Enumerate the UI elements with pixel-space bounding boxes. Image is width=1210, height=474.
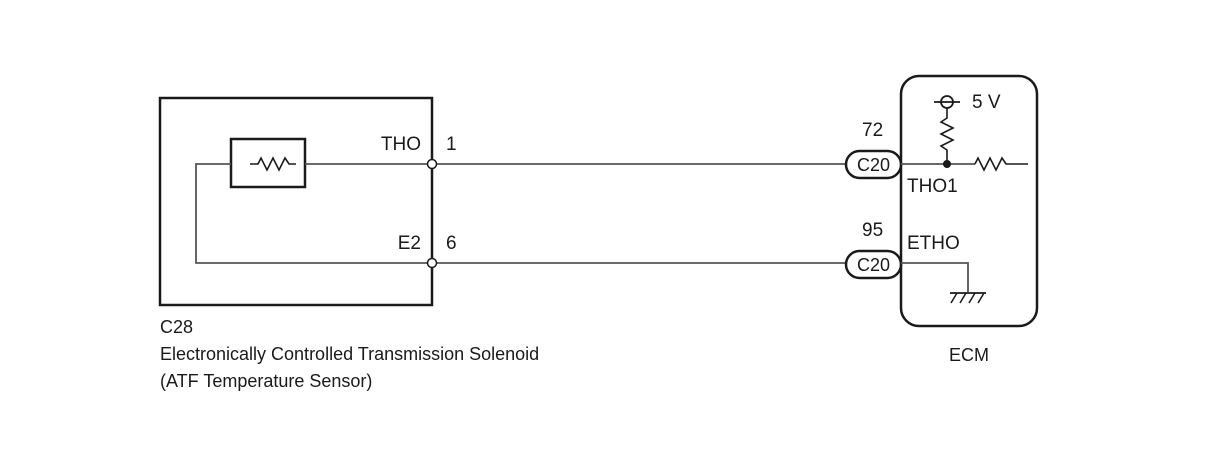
- pin-number-6: 6: [446, 233, 457, 254]
- connector-label-c20-top: C20: [857, 155, 890, 175]
- pin-signal-tho: THO: [381, 134, 421, 155]
- sensor-internal-wire: [195, 163, 432, 264]
- ecm-resistor-horizontal: [974, 156, 1028, 172]
- ecm-signal-tho1: THO1: [907, 176, 958, 197]
- sensor-code: C28: [160, 317, 193, 337]
- thermistor-box: [229, 137, 307, 189]
- ecm-box: [899, 74, 1039, 328]
- ecm-wire-etho: [901, 262, 969, 292]
- terminal-e2: [426, 257, 438, 269]
- sensor-box: [158, 96, 434, 307]
- connector-c20-bottom: [844, 249, 903, 280]
- ecm-signal-etho: ETHO: [907, 233, 960, 254]
- ecm-name: ECM: [949, 345, 989, 365]
- supply-voltage-label: 5 V: [972, 92, 1001, 113]
- terminal-tho: [426, 158, 438, 170]
- sensor-subname: (ATF Temperature Sensor): [160, 371, 372, 391]
- connector-pin-95: 95: [862, 220, 883, 241]
- connector-label-c20-bottom: C20: [857, 255, 890, 275]
- ground-icon-hatch: [950, 292, 985, 304]
- sensor-name: Electronically Controlled Transmission S…: [160, 344, 539, 364]
- pin-number-1: 1: [446, 134, 457, 155]
- thermistor-resistor-symbol: [250, 156, 296, 172]
- pullup-resistor: [939, 108, 955, 164]
- pin-signal-e2: E2: [398, 233, 421, 254]
- connector-pin-72: 72: [862, 120, 883, 141]
